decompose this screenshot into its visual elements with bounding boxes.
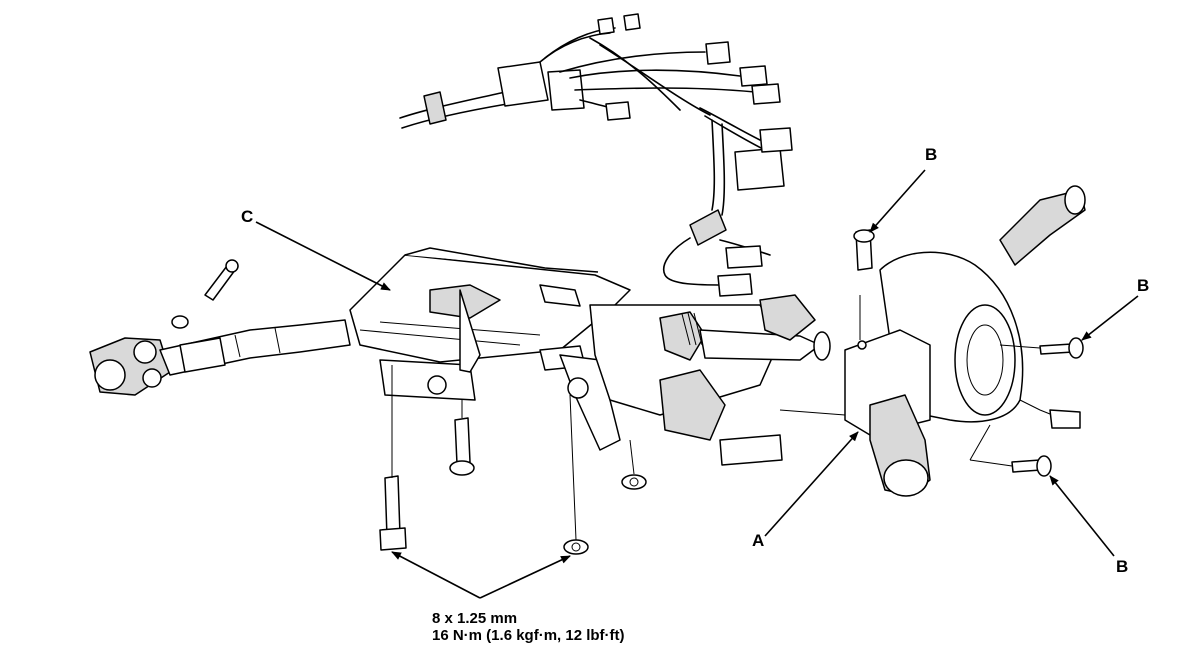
column-bolts bbox=[171, 259, 647, 555]
callout-b-top: B bbox=[925, 145, 938, 164]
leader-lines bbox=[255, 169, 1139, 599]
callout-b-right: B bbox=[1137, 276, 1150, 295]
bolt-size-label: 8 x 1.25 mm bbox=[432, 610, 518, 627]
callout-c: C bbox=[241, 207, 254, 226]
torque-value-label: 16 N·m (1.6 kgf·m, 12 lbf·ft) bbox=[432, 627, 625, 644]
switch-bolts bbox=[853, 229, 1084, 477]
callout-a: A bbox=[752, 531, 765, 550]
intermediate-shaft bbox=[89, 319, 351, 396]
guide-lines bbox=[391, 344, 1041, 541]
combination-switch bbox=[844, 185, 1086, 497]
callout-b-bottom: B bbox=[1116, 557, 1129, 576]
steering-column-body bbox=[349, 247, 831, 466]
wire-harness bbox=[399, 13, 793, 297]
